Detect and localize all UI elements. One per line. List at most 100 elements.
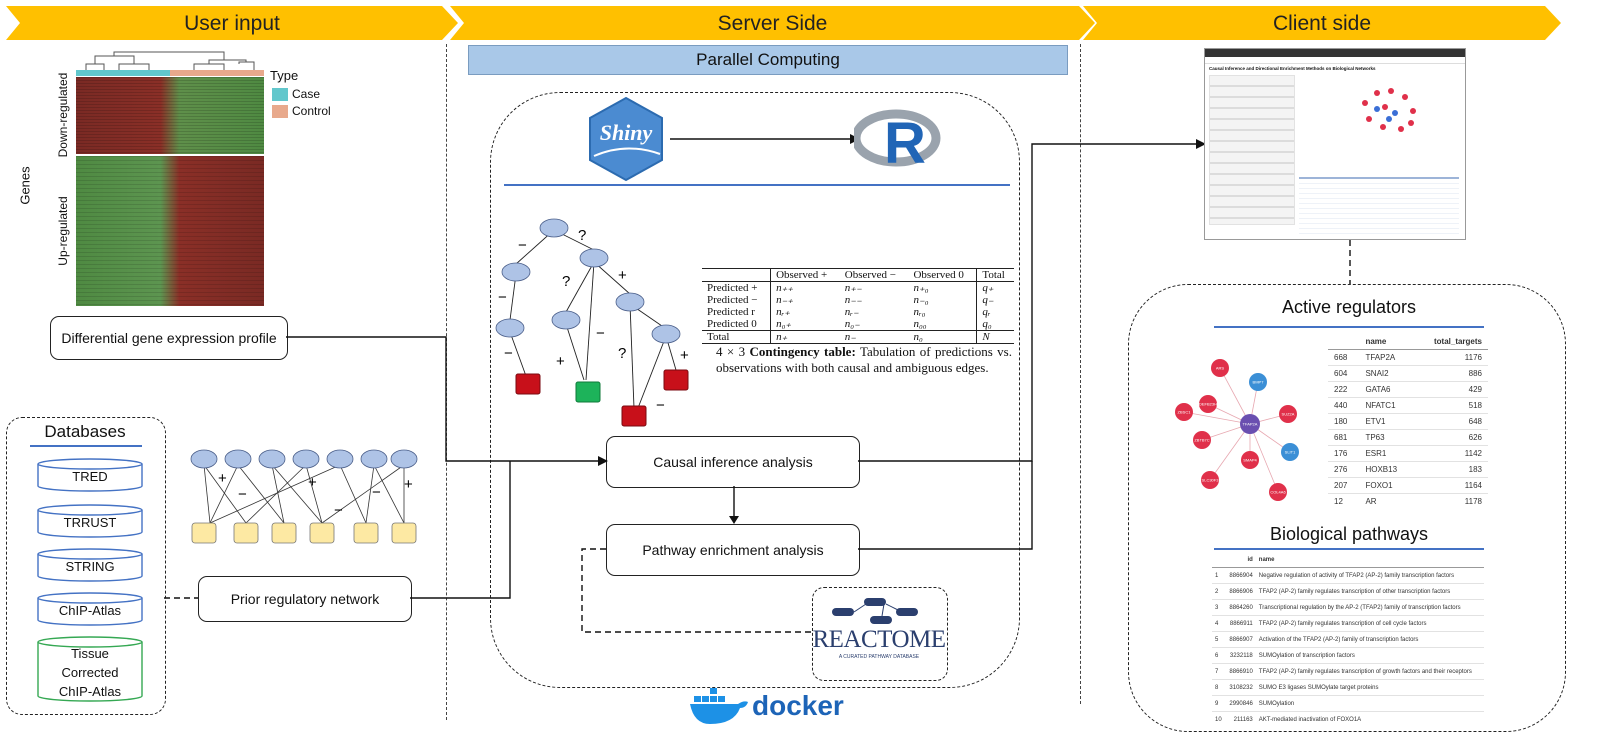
ctab-row: Predicted − n₋₊ n₋₋ n₋₀ q₋ (702, 294, 1014, 306)
prior-sign: + (308, 474, 317, 491)
ctab-cell: n₋₊ (776, 294, 794, 306)
legend-control-label: Control (292, 104, 331, 118)
table-cell: GATA6 (1359, 381, 1414, 398)
banner-arrow-shape (450, 6, 1095, 40)
db-tred-label: TRED (72, 469, 108, 484)
screenshot-sidebar (1209, 75, 1295, 225)
ctab-cell: Observed 0 (908, 268, 978, 282)
dag-sign: − (656, 397, 665, 414)
ctab-cell (702, 268, 772, 282)
db-string: STRING (36, 548, 144, 582)
reactome-icon (832, 598, 918, 624)
r-logo-text: R (884, 111, 926, 176)
ctab-cell: nᵣ₊ (776, 306, 791, 318)
table-cell: 7 (1212, 663, 1226, 680)
ctab-row: Predicted + n₊₊ n₊₋ n₊₀ q₊ (702, 281, 1014, 294)
table-cell: AR (1359, 493, 1414, 509)
table-cell: SUMOylation of transcription factors (1255, 647, 1484, 664)
banner-arrow-shape (1083, 6, 1561, 40)
table-cell: SUMO E3 ligases SUMOylate target protein… (1255, 679, 1484, 696)
regulator-network: TFAP2A ARS BMP7 DEFB23H SUZ2A ZBSC1 ZBTB… (1175, 359, 1299, 501)
table-cell: 668 (1328, 349, 1360, 366)
screenshot-tabs (1205, 57, 1465, 64)
table-header[interactable]: total_targets (1413, 334, 1488, 350)
databases-title: Databases (44, 422, 126, 441)
table-cell: SNAI2 (1359, 365, 1414, 382)
contingency-caption: 4 × 3 Contingency table: Tabulation of p… (716, 344, 1012, 376)
heatmap-type-title: Type (270, 68, 299, 83)
table-cell: 681 (1328, 429, 1360, 446)
table-cell: HOXB13 (1359, 461, 1414, 478)
table-cell: 1176 (1413, 349, 1488, 366)
table-cell: 8866910 (1225, 663, 1256, 680)
logo-divider (504, 184, 1010, 186)
dag-sign: + (680, 347, 689, 364)
dag-sign: + (556, 353, 565, 370)
dag-sign: ? (562, 273, 570, 290)
db-string-label: STRING (65, 559, 115, 574)
case-bar (76, 70, 170, 76)
network-node-label: SMAP4 (1243, 458, 1257, 463)
ctab-row: Predicted 0 n₀₊ n₀₋ n₀₀ q₀ (702, 318, 1014, 331)
active-regulators-underline (1214, 326, 1484, 328)
table-cell: TFAP2 (AP-2) family regulates transcript… (1255, 663, 1484, 680)
table-cell: 3232118 (1225, 647, 1256, 664)
dendrogram (85, 51, 255, 72)
ctab-cell: n₀ (908, 330, 978, 344)
causal-inference-box: Causal inference analysis (606, 436, 860, 488)
banner-user-input: User input (6, 6, 458, 40)
table-cell: Negative regulation of activity of TFAP2… (1255, 567, 1484, 584)
table-cell: SUMOylation (1255, 695, 1484, 712)
databases-panel (6, 417, 166, 715)
control-bar (170, 70, 264, 76)
table-cell: 10 (1212, 711, 1226, 727)
ctab-cell: n₋ (844, 331, 857, 343)
ctab-cell: q₋ (982, 294, 994, 306)
table-cell: 1 (1212, 567, 1226, 584)
table-header[interactable]: name (1359, 334, 1414, 350)
table-header (1328, 334, 1360, 350)
legend-case-swatch (272, 87, 288, 101)
table-cell: 1178 (1413, 493, 1488, 509)
ctab-cell: Predicted + (702, 281, 772, 294)
table-cell: 518 (1413, 397, 1488, 414)
db-tissue-corrected: Tissue Corrected ChIP-Atlas (36, 636, 144, 702)
table-cell: 2990846 (1225, 695, 1256, 712)
db-trrust-label: TRRUST (63, 515, 117, 530)
db-trrust: TRRUST (36, 504, 144, 538)
network-center-label: TFAP2A (1243, 422, 1258, 427)
separator-right (1080, 44, 1081, 704)
table-cell: 626 (1413, 429, 1488, 446)
network-node-label: DEFB23H (1199, 402, 1217, 407)
prior-network-box: Prior regulatory network (198, 576, 412, 622)
table-header[interactable]: name (1255, 552, 1484, 568)
dag-sign: − (504, 345, 513, 362)
shiny-logo: Shiny (588, 96, 664, 182)
table-header (1212, 552, 1226, 568)
db-chip-atlas-label: ChIP-Atlas (58, 603, 122, 618)
table-cell: 183 (1413, 461, 1488, 478)
banner-arrow-shape (6, 6, 458, 40)
prior-sign: − (334, 502, 343, 519)
banner-client-side-label: Client side (1272, 12, 1372, 35)
prior-sign: + (404, 476, 413, 493)
legend-control: Control (272, 104, 331, 118)
prior-sign: + (218, 470, 227, 487)
causal-dag-graph: − ? ? + − − − ? + + − (495, 218, 689, 427)
ctab-cell: Predicted 0 (702, 318, 772, 331)
table-cell: 6 (1212, 647, 1226, 664)
docker-logo-text: docker (752, 690, 844, 721)
table-header[interactable]: id (1225, 552, 1256, 568)
ctab-cell: n₊₊ (776, 282, 794, 294)
table-cell: 8866904 (1225, 567, 1256, 584)
db-tissue-corrected-label: Tissue Corrected ChIP-Atlas (58, 646, 122, 699)
ctab-cell: nᵣ₋ (844, 306, 859, 318)
network-node-label: ARS (1216, 366, 1225, 371)
